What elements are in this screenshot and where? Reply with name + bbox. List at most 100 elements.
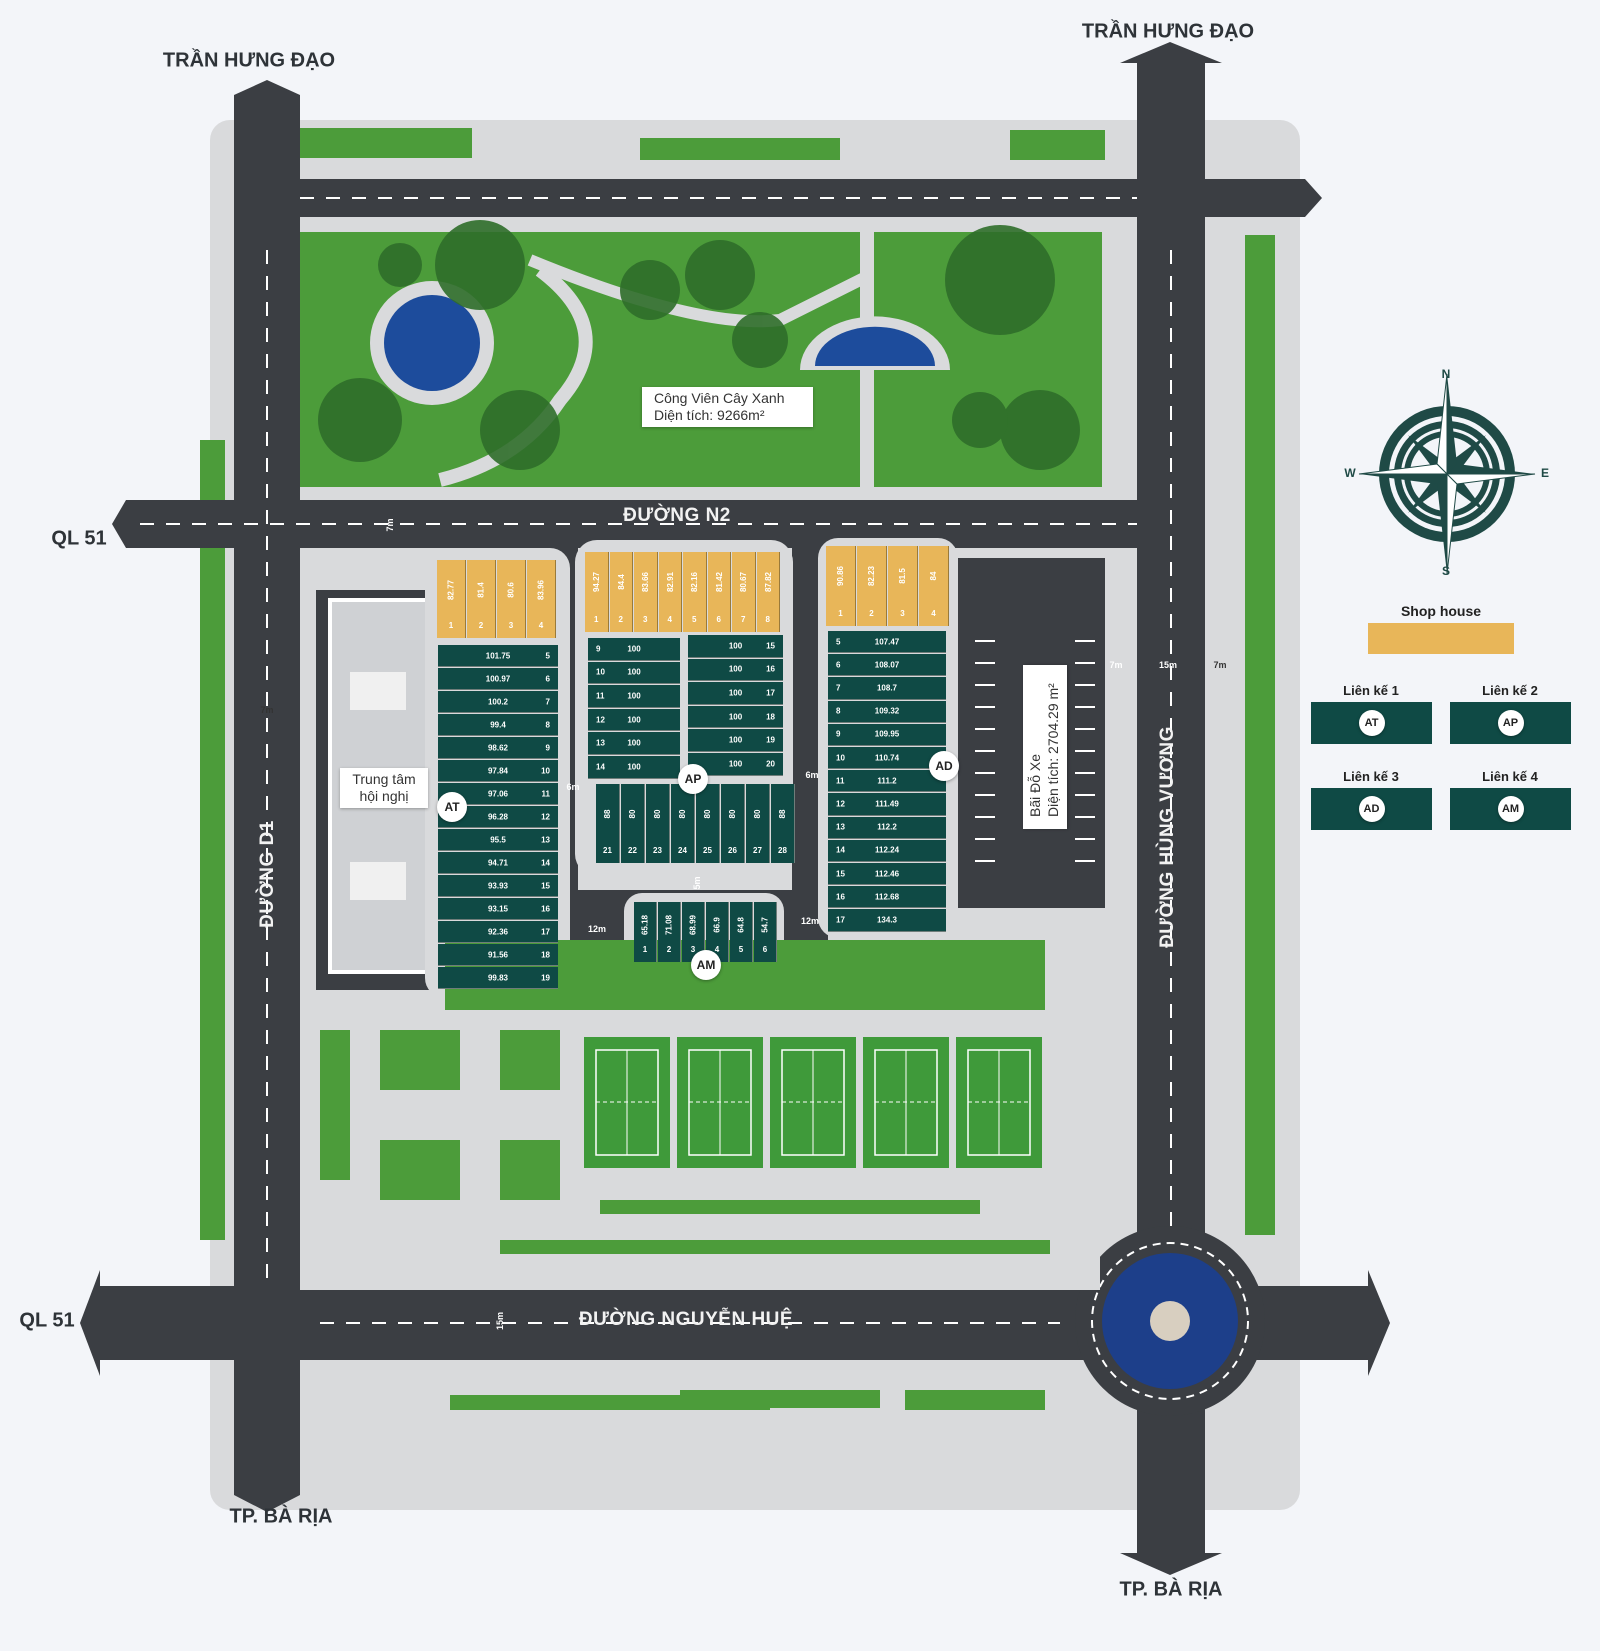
lot-number: 9 (836, 729, 841, 739)
lot-area: 81.5 (898, 568, 907, 585)
lot-number: 8 (765, 615, 770, 624)
fountain (384, 295, 480, 391)
road-name-n2: ĐƯỜNG N2 (623, 505, 731, 526)
block-badge-ad[interactable]: AD (929, 751, 959, 781)
width-marker: 7m (1213, 660, 1227, 670)
lot-number: 6 (836, 660, 841, 670)
lot-number: 1 (642, 945, 648, 954)
lot-area: 80.6 (506, 581, 516, 598)
block-badge-at[interactable]: AT (437, 792, 467, 822)
width-marker: 12m (587, 924, 607, 934)
lot-number: 14 (596, 762, 605, 772)
lot-number: 4 (538, 621, 544, 630)
tennis-court (584, 1037, 670, 1168)
shop-house-lot[interactable]: 84 4 (919, 546, 949, 626)
lot-area: 100 (627, 644, 641, 654)
lien-ke-lot[interactable]: 65.18 1 (634, 902, 657, 962)
lot-area: 71.08 (664, 914, 674, 935)
lot-number: 6 (545, 674, 550, 683)
lot-number: 5 (692, 615, 697, 624)
block-badge-am[interactable]: AM (691, 950, 721, 980)
lot-area: 65.18 (640, 914, 650, 935)
block-badge-ap[interactable]: AP (678, 764, 708, 794)
tennis-court (770, 1037, 856, 1168)
road-name-d1: ĐƯỜNG D1 (257, 820, 278, 928)
lot-area: 84 (929, 571, 938, 581)
park-name: Công Viên Cây Xanh (654, 390, 785, 406)
lot-number: 4 (931, 609, 936, 618)
lot-area: 80.67 (738, 572, 748, 593)
lot-area: 97.06 (487, 789, 509, 798)
